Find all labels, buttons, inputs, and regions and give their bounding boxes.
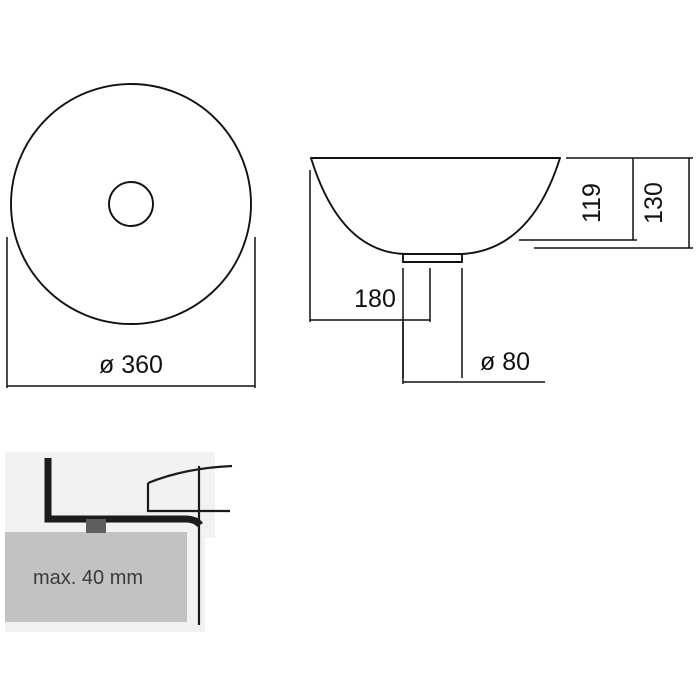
- detail-counter-slab: [5, 532, 187, 622]
- dim-label-180: 180: [354, 285, 396, 313]
- dimension-heights-group: 119 130: [519, 157, 693, 249]
- basin-outer-circle: [10, 83, 252, 325]
- dimension-diameter-360: ø 360: [6, 237, 256, 388]
- gasket-block: [86, 519, 106, 533]
- basin-lip-inner-edge: [146, 483, 230, 513]
- mounting-bracket-profile: [44, 458, 185, 523]
- bowl-inner-left-curve: [310, 157, 406, 255]
- top-view-group: [10, 83, 252, 325]
- installation-detail-group: max. 40 mm: [5, 452, 233, 632]
- dim-label-360: ø 360: [99, 351, 163, 379]
- basin-drain-circle: [108, 181, 154, 227]
- bowl-inner-right-curve: [461, 157, 561, 255]
- dim-label-130: 130: [640, 182, 668, 224]
- dim-label-119: 119: [578, 183, 606, 223]
- detail-note-max-thickness: max. 40 mm: [33, 567, 143, 589]
- dim-label-80: ø 80: [480, 348, 530, 376]
- dimension-width-180: 180: [309, 170, 430, 322]
- dimension-diameter-80: ø 80: [402, 322, 545, 384]
- section-view-group: [310, 157, 561, 378]
- basin-lip-top-curve: [147, 464, 233, 485]
